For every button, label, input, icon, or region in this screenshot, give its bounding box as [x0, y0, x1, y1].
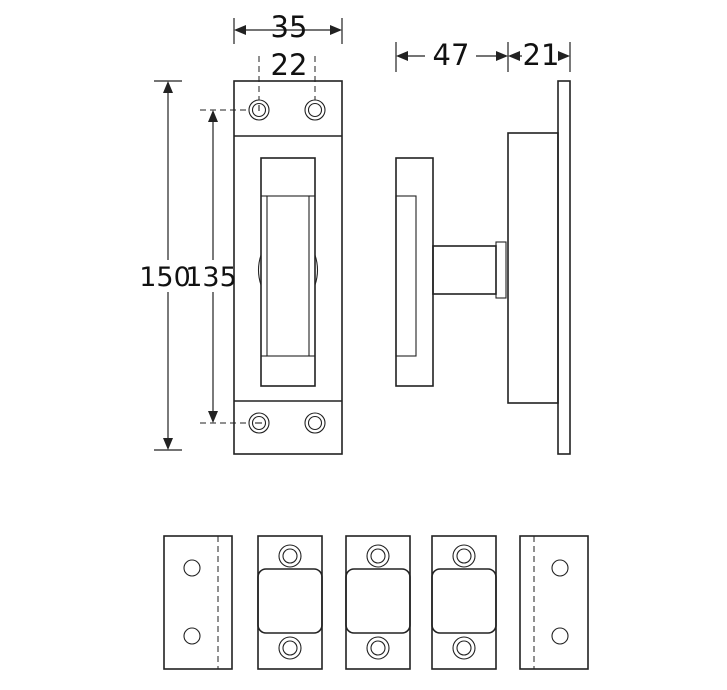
- dim-label-47: 47: [433, 38, 470, 72]
- dim-label-135: 135: [185, 262, 237, 293]
- keeper-front-3: [431, 535, 497, 670]
- side-backplate: [557, 80, 571, 455]
- keeper-front-1: [257, 535, 323, 670]
- side-handle-inner: [395, 195, 417, 357]
- dim-height-inner: [200, 109, 246, 424]
- front-screw-bottom-left-icon: [248, 412, 270, 434]
- dim-height-outer: [154, 80, 182, 451]
- front-recess: [260, 157, 316, 387]
- side-rose: [507, 132, 559, 404]
- keeper-side-left: [163, 535, 233, 670]
- dim-width-inner: [258, 56, 316, 100]
- side-handle-body: [395, 157, 434, 387]
- dim-label-35: 35: [271, 10, 308, 44]
- dim-depth-body: [395, 42, 509, 72]
- front-screw-top-left-icon: [248, 99, 270, 121]
- keeper-side-right: [519, 535, 589, 670]
- front-outer-plate: [233, 80, 343, 455]
- front-view: [233, 80, 343, 455]
- front-pivot-left: [257, 254, 262, 286]
- dim-label-21: 21: [523, 38, 560, 72]
- front-screw-bottom-right-icon: [304, 412, 326, 434]
- front-pivot-right: [314, 254, 319, 286]
- dim-label-22: 22: [271, 48, 308, 82]
- dim-label-150: 150: [139, 262, 191, 293]
- side-spindle: [432, 245, 497, 295]
- dim-width-outer: [233, 18, 343, 44]
- front-screw-top-right-icon: [304, 99, 326, 121]
- side-view: [395, 80, 571, 455]
- dim-depth-plate: [508, 42, 571, 72]
- keeper-front-2: [345, 535, 411, 670]
- side-spindle-collar: [495, 241, 507, 299]
- front-handle: [266, 195, 310, 357]
